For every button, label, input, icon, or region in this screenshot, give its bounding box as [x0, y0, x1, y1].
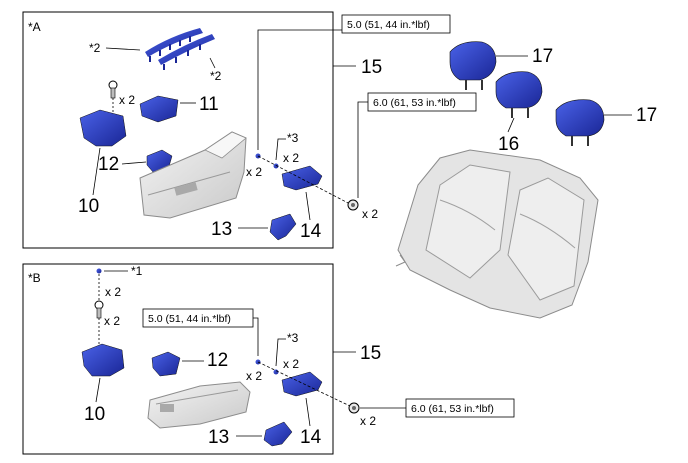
- part-14-hinge-b: [281, 371, 323, 397]
- part-13-clip-a: [269, 213, 297, 241]
- note-3-b: *3: [287, 331, 299, 345]
- note-2-a: *2: [89, 41, 101, 55]
- armrest-assembly-b: [147, 381, 251, 429]
- nut-a-qty: x 2: [362, 207, 378, 221]
- part-12-cover-b: [151, 351, 181, 377]
- nut-b-qty: x 2: [360, 414, 376, 428]
- headrest-17-left: [449, 41, 497, 90]
- part-10-bracket-b: [81, 343, 125, 377]
- part-label-15-b: 15: [360, 343, 381, 364]
- part-label-12-a: 12: [98, 154, 119, 175]
- bolt-b-qty: x 2: [104, 314, 120, 328]
- bolt-a-qty: x 2: [119, 93, 135, 107]
- note-2-b: *2: [210, 69, 222, 83]
- panel-a-frame: [22, 11, 334, 249]
- headrest-16-center: [495, 71, 543, 118]
- torque-callout-a2: 6.0 (61, 53 in.*lbf): [373, 97, 456, 109]
- panel-b-label: *B: [28, 271, 41, 285]
- panel-a-label: *A: [28, 20, 41, 34]
- part-13-clip-b: [263, 421, 293, 447]
- bolt-qty-a1: x 2: [246, 165, 262, 179]
- part-label-16: 16: [498, 134, 519, 155]
- headrest-17-right: [555, 99, 605, 146]
- note-3-a: *3: [287, 131, 299, 145]
- screw-b-qty: x 2: [105, 285, 121, 299]
- torque-callout-b1: 5.0 (51, 44 in.*lbf): [148, 313, 231, 325]
- torque-callout-b2: 6.0 (61, 53 in.*lbf): [411, 403, 494, 415]
- bolt-qty-a2: x 2: [283, 151, 299, 165]
- bolt-b: [94, 300, 104, 345]
- part-label-10-a: 10: [78, 196, 99, 217]
- part-11-cover: [139, 95, 179, 123]
- part-label-12-b: 12: [207, 350, 228, 371]
- torque-callout-a1: 5.0 (51, 44 in.*lbf): [347, 19, 430, 31]
- bolt-qty-b2: x 2: [283, 357, 299, 371]
- note-1: *1: [131, 264, 143, 278]
- part-10-bracket-a: [79, 109, 127, 147]
- part-label-14-b: 14: [300, 427, 322, 448]
- part-label-10-b: 10: [84, 404, 105, 425]
- part-label-13-a: 13: [211, 219, 232, 240]
- bolt-a: [108, 80, 118, 115]
- part-label-14-a: 14: [300, 221, 322, 242]
- rear-seatback: [395, 149, 599, 319]
- armrest-assembly-a: [139, 131, 247, 219]
- panel-b-frame: [22, 263, 334, 455]
- bolt-qty-b1: x 2: [246, 369, 262, 383]
- armrest-rail-clips: [145, 28, 215, 70]
- part-label-11: 11: [199, 94, 219, 115]
- part-label-17-b: 17: [636, 105, 657, 126]
- part-label-13-b: 13: [208, 427, 229, 448]
- part-label-17-a: 17: [532, 46, 553, 67]
- part-label-15-a: 15: [361, 57, 382, 78]
